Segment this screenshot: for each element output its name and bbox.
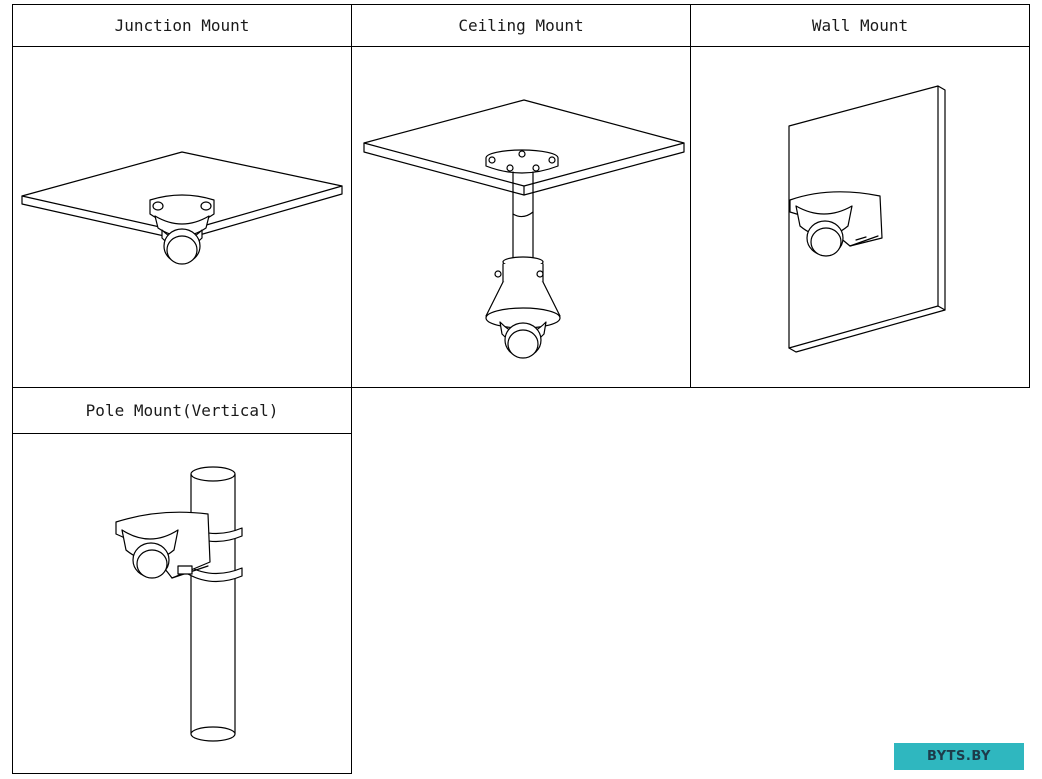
grid-col-divider-2	[690, 4, 691, 388]
watermark-badge: BYTS.BY	[894, 743, 1024, 770]
grid-right-border	[1029, 4, 1030, 388]
junction-mount-header: Junction Mount	[114, 16, 250, 35]
wall-mount-illustration	[788, 85, 946, 353]
grid-col-divider-1	[351, 4, 352, 774]
grid-row-divider	[12, 387, 1030, 388]
wall-mount-header: Wall Mount	[811, 16, 909, 35]
grid-header-divider	[12, 46, 1030, 47]
ceiling-mount-illustration	[363, 99, 685, 359]
pole-mount-header: Pole Mount(Vertical)	[85, 401, 279, 420]
grid-top-border	[12, 4, 1030, 5]
grid-pole-header-divider	[12, 433, 352, 434]
ceiling-mount-header: Ceiling Mount	[458, 16, 584, 35]
grid-bottom-border	[12, 773, 352, 774]
junction-mount-illustration	[21, 151, 343, 265]
grid-left-border	[12, 4, 13, 774]
pole-mount-illustration	[115, 466, 243, 742]
